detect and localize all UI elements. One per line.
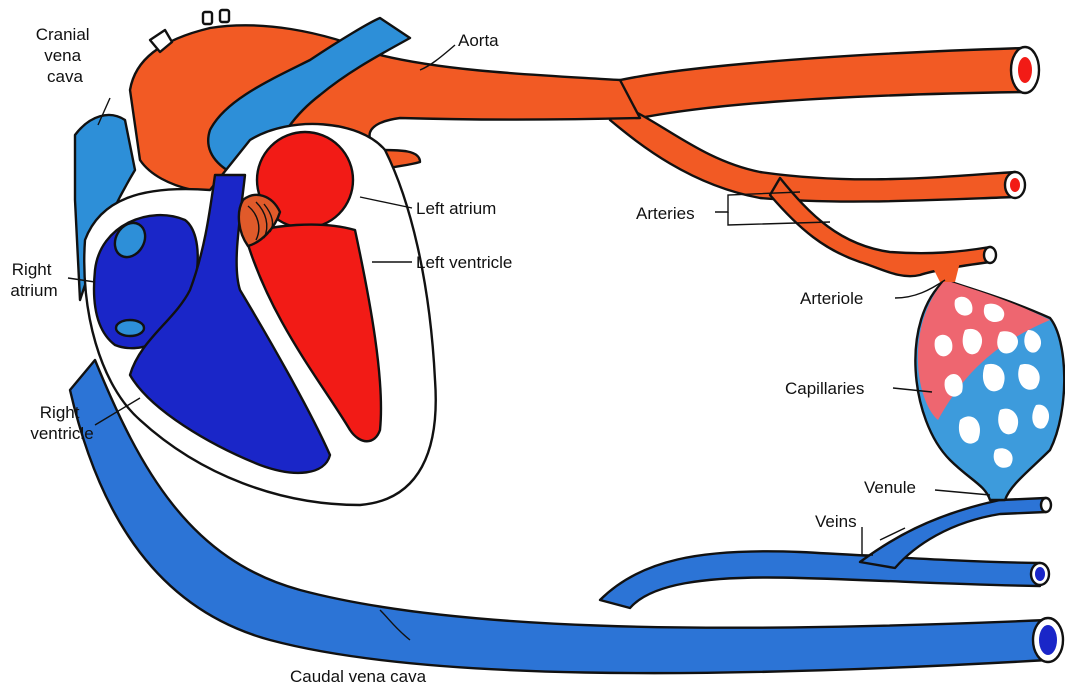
label-cranial-vena-cava: Cranial vena cava bbox=[36, 25, 95, 86]
right-atrium-opening-lower bbox=[116, 320, 144, 336]
label-venule: Venule bbox=[864, 478, 916, 497]
arteries bbox=[600, 47, 1039, 282]
vein-branch-upper bbox=[860, 498, 1046, 568]
label-right-atrium: Right atrium bbox=[10, 260, 57, 300]
artery-branch-main bbox=[600, 48, 1025, 120]
capillary-bed bbox=[915, 280, 1064, 500]
artery-main-lumen bbox=[1018, 57, 1032, 83]
artery-branch-middle bbox=[610, 105, 1015, 202]
label-aorta: Aorta bbox=[458, 31, 499, 50]
caudal-vena-cava-lumen bbox=[1039, 625, 1057, 655]
aortic-arch-branches bbox=[203, 10, 229, 24]
label-left-ventricle: Left ventricle bbox=[416, 253, 512, 272]
label-capillaries: Capillaries bbox=[785, 379, 864, 398]
vein-lumen bbox=[1035, 567, 1045, 581]
vein-branch-lower bbox=[600, 551, 1040, 608]
label-caudal-vena-cava: Caudal vena cava bbox=[290, 667, 427, 686]
venule-opening bbox=[1041, 498, 1051, 512]
label-veins: Veins bbox=[815, 512, 857, 531]
label-left-atrium: Left atrium bbox=[416, 199, 496, 218]
label-arteries: Arteries bbox=[636, 204, 695, 223]
label-arteriole: Arteriole bbox=[800, 289, 863, 308]
artery-lower-opening bbox=[984, 247, 996, 263]
artery-middle-lumen bbox=[1010, 178, 1020, 192]
